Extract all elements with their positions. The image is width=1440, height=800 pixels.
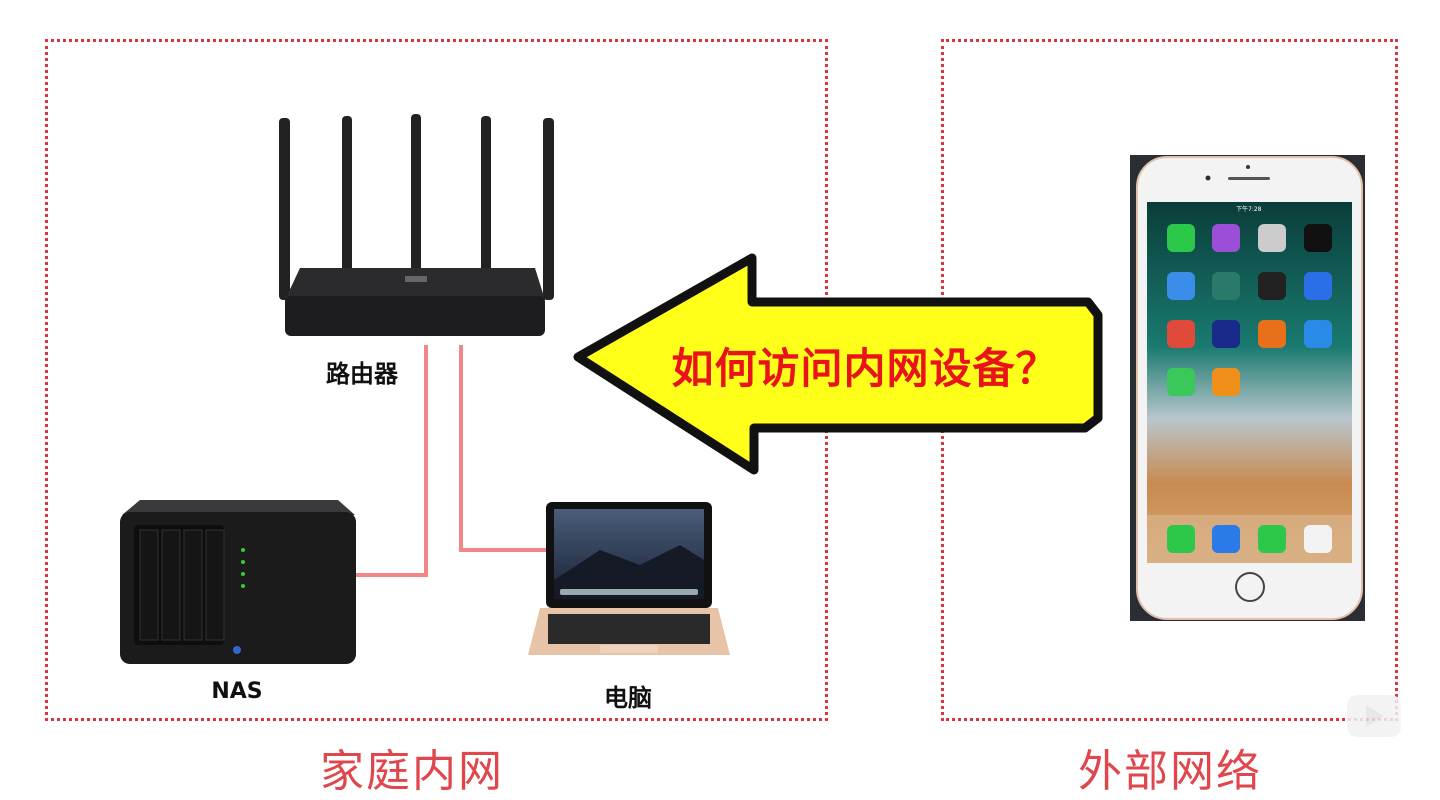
router-image: [279, 114, 554, 336]
nas-image: [120, 500, 356, 664]
cable-router-laptop: [459, 345, 548, 552]
question-arrow: [573, 253, 1103, 475]
arrow-question-text: 如何访问内网设备？: [671, 344, 1059, 393]
router-label: 路由器: [326, 360, 398, 388]
bilibili-tv-icon: [1347, 695, 1401, 737]
nas-label: NAS: [211, 679, 263, 704]
home-network-label: 家庭内网: [320, 746, 504, 797]
laptop-image: [528, 502, 730, 655]
laptop-label: 电脑: [604, 684, 652, 712]
phone-status-time: 下午7:28: [1236, 206, 1262, 213]
external-network-label: 外部网络: [1078, 746, 1262, 797]
cable-router-nas: [355, 345, 428, 577]
phone-image: [1130, 155, 1365, 621]
